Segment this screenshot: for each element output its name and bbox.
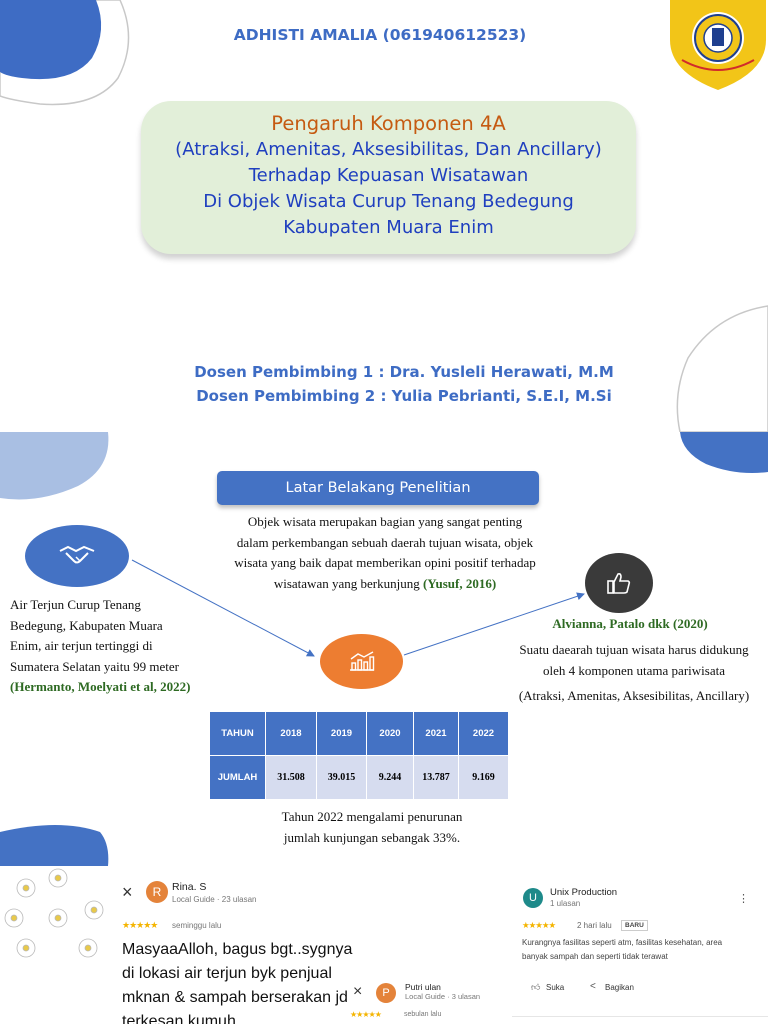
- divider: [512, 1016, 768, 1017]
- star-rating: ★★★★★: [522, 920, 556, 930]
- supervisor-2: Dosen Pembimbing 2 : Yulia Pebrianti, S.…: [196, 387, 612, 405]
- table-cell: 13.787: [413, 755, 459, 800]
- thesis-title-line: Di Objek Wisata Curup Tenang Bedegung: [203, 191, 574, 212]
- like-icon[interactable]: 👍︎: [531, 982, 541, 992]
- left-line: Enim, air terjun tertinggi di: [10, 638, 153, 653]
- intro-line: wisata yang baik dapat memberikan opini …: [234, 555, 536, 570]
- right-citation: Alvianna, Patalo dkk (2020): [552, 616, 708, 631]
- share-icon[interactable]: <: [590, 981, 596, 992]
- flower-decoration: [4, 868, 104, 958]
- avatar: R: [146, 881, 168, 903]
- components-list: (Atraksi, Amenitas, Aksesibilitas, Ancil…: [518, 688, 750, 703]
- note-line: Tahun 2022 mengalami penurunan: [281, 809, 463, 824]
- thesis-title-box: Pengaruh Komponen 4A (Atraksi, Amenitas,…: [141, 101, 636, 254]
- review-line: MasyaaAlloh, bagus bgt..sygnya: [122, 941, 353, 958]
- connector-arrows: [131, 559, 585, 657]
- decline-note: Tahun 2022 mengalami penurunan jumlah ku…: [220, 807, 524, 848]
- table-cell: 9.244: [366, 755, 414, 800]
- thumbs-up-circle: [585, 553, 653, 613]
- avatar: U: [523, 888, 543, 908]
- growth-chart-circle: [320, 634, 403, 689]
- handshake-circle: [25, 525, 129, 587]
- reviewer-name[interactable]: Rina. S: [172, 881, 207, 893]
- more-options-icon[interactable]: ⋮: [738, 893, 749, 905]
- thesis-title-line: Pengaruh Komponen 4A: [271, 112, 506, 135]
- close-icon[interactable]: ×: [122, 882, 133, 902]
- right-line: oleh 4 komponen utama pariwisata: [543, 662, 725, 678]
- decorative-blob-top-left: [0, 0, 130, 106]
- intro-line: Objek wisata merupakan bagian yang sanga…: [247, 514, 523, 529]
- note-line: jumlah kunjungan sebangak 33%.: [283, 829, 461, 845]
- section-banner: Latar Belakang Penelitian: [217, 471, 539, 505]
- table-header-cell: TAHUN: [209, 711, 266, 756]
- decorative-blob-bottom-right: [676, 305, 768, 432]
- reviewer-name[interactable]: Unix Production: [550, 887, 618, 898]
- close-icon[interactable]: ×: [353, 983, 363, 1000]
- table-header-cell: 2020: [366, 711, 414, 756]
- table-header-cell: 2021: [413, 711, 459, 756]
- right-line: Suatu daearah tujuan wisata harus diduku…: [519, 642, 749, 657]
- star-rating: ★★★★★: [350, 1010, 382, 1019]
- thesis-title-line: Terhadap Kepuasan Wisatawan: [248, 165, 529, 186]
- left-paragraph: Air Terjun Curup Tenang Bedegung, Kabupa…: [10, 595, 230, 698]
- intro-paragraph: Objek wisata merupakan bagian yang sanga…: [200, 512, 570, 594]
- review-line: Kurangnya fasilitas seperti atm, fasilit…: [522, 938, 723, 947]
- review-time: seminggu lalu: [172, 921, 222, 930]
- new-badge: BARU: [621, 920, 648, 931]
- reviewer-meta: Local Guide · 3 ulasan: [405, 992, 481, 1001]
- author-name: ADHISTI AMALIA (061940612523): [233, 26, 527, 44]
- background-slide: Latar Belakang Penelitian Objek wisata m…: [0, 432, 768, 866]
- growth-chart-icon: [349, 650, 374, 671]
- review-line: terkesan kumuh..: [122, 1013, 245, 1024]
- left-citation: (Hermanto, Moelyati et al, 2022): [10, 679, 191, 694]
- review-line: mknan & sampah berserakan jd: [122, 989, 348, 1006]
- thesis-title-line: (Atraksi, Amenitas, Aksesibilitas, Dan A…: [175, 139, 602, 160]
- left-line: Sumatera Selatan yaitu 99 meter: [10, 658, 179, 674]
- supervisor-1: Dosen Pembimbing 1 : Dra. Yusleli Herawa…: [194, 363, 614, 381]
- table-row: JUMLAH 31.508 39.015 9.244 13.787 9.169: [209, 755, 509, 800]
- share-button[interactable]: Bagikan: [605, 983, 634, 992]
- intro-citation: (Yusuf, 2016): [422, 575, 497, 591]
- decorative-blob-top-right: [680, 432, 768, 473]
- decorative-blob-top-left: [0, 432, 109, 500]
- table-cell: 39.015: [316, 755, 367, 800]
- right-paragraph: Suatu daearah tujuan wisata harus diduku…: [500, 640, 768, 681]
- reviewer-meta: 1 ulasan: [550, 899, 581, 908]
- table-header-cell: 2022: [458, 711, 509, 756]
- visitor-table: TAHUN 2018 2019 2020 2021 2022 JUMLAH 31…: [209, 711, 509, 800]
- star-rating: ★★★★★: [122, 920, 158, 930]
- review-text: Kurangnya fasilitas seperti atm, fasilit…: [522, 936, 722, 964]
- table-header-cell: 2019: [316, 711, 367, 756]
- review-line: di lokasi air terjun byk penjual: [122, 965, 332, 982]
- review-time: sebulan lalu: [404, 1011, 442, 1018]
- thumbs-up-icon: [607, 573, 631, 594]
- title-slide: ADHISTI AMALIA (061940612523) Pengaruh K…: [0, 0, 768, 432]
- table-cell: 9.169: [458, 755, 509, 800]
- decorative-blob-bottom-left: [0, 825, 109, 866]
- handshake-icon: [59, 545, 95, 564]
- table-cell: JUMLAH: [209, 755, 266, 800]
- intro-line: dalam perkembangan sebuah daerah tujuan …: [236, 534, 534, 550]
- like-button[interactable]: Suka: [546, 983, 565, 992]
- reviewer-meta: Local Guide · 23 ulasan: [172, 895, 257, 904]
- avatar: P: [376, 983, 396, 1003]
- table-header-row: TAHUN 2018 2019 2020 2021 2022: [209, 711, 509, 756]
- left-line: Air Terjun Curup Tenang: [10, 597, 141, 612]
- intro-line: wisatawan yang berkunjung: [273, 575, 420, 591]
- reviewer-name[interactable]: Putri ulan: [405, 982, 441, 992]
- thesis-title-line: Kabupaten Muara Enim: [283, 217, 494, 238]
- review-time: 2 hari lalu: [577, 921, 612, 930]
- university-shield-logo: [670, 0, 766, 90]
- review-line: banyak sampah dan seperti tidak terawat: [522, 952, 668, 961]
- left-line: Bedegung, Kabupaten Muara: [10, 617, 163, 633]
- table-cell: 31.508: [265, 755, 317, 800]
- review-text: MasyaaAlloh, bagus bgt..sygnya di lokasi…: [122, 938, 352, 1024]
- table-header-cell: 2018: [265, 711, 317, 756]
- reviews-slide: × R Rina. S Local Guide · 23 ulasan ★★★★…: [0, 866, 768, 1024]
